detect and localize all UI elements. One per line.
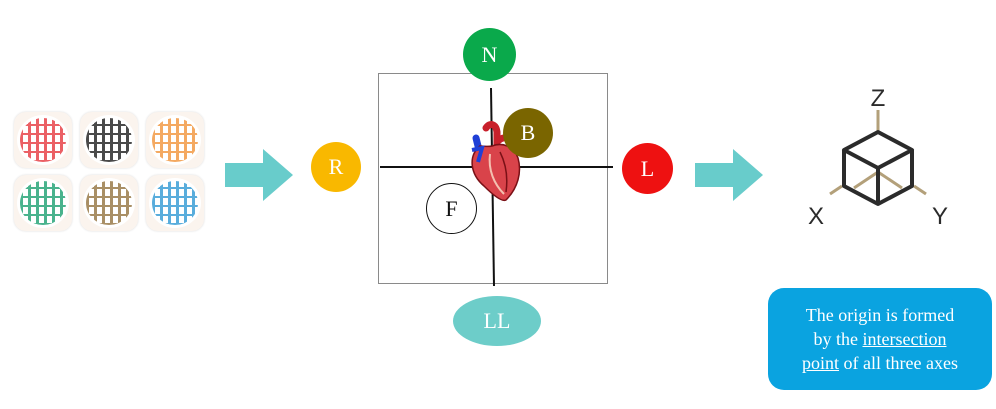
right-arrow-icon (225, 149, 293, 201)
callout-line-1: The origin is formed (805, 305, 955, 325)
callout-intersection-word: intersection (862, 329, 947, 349)
xyz-axes-cube-icon: Z X Y (808, 85, 948, 230)
electrode-tile-brown (80, 175, 138, 231)
electrode-tile-black (80, 112, 138, 168)
electrode-f-label: F (445, 195, 458, 221)
electrode-l-label: L (640, 155, 655, 181)
electrode-n: N (463, 28, 516, 81)
origin-callout: The origin is formed by the intersection… (768, 288, 992, 390)
electrode-tile-red (14, 112, 72, 168)
callout-line-2: by the intersection (802, 327, 958, 351)
axis-x-label: X (808, 203, 824, 230)
electrode-tile-orange (146, 112, 204, 168)
electrode-b: B (503, 108, 553, 158)
electrode-n-label: N (481, 41, 498, 67)
electrode-r: R (311, 142, 361, 192)
electrode-tile-blue (146, 175, 204, 231)
electrode-tiles (14, 112, 206, 234)
axis-y-label: Y (932, 203, 948, 230)
callout-point-word: point (802, 353, 840, 373)
electrode-l: L (622, 143, 673, 194)
callout-text: by the (813, 329, 863, 349)
electrode-r-label: R (328, 154, 344, 179)
callout-text: of all three axes (839, 353, 958, 373)
electrode-tile-green (14, 175, 72, 231)
electrode-ll: LL (453, 296, 541, 346)
axis-z-label: Z (871, 85, 886, 112)
right-arrow-icon (695, 149, 763, 201)
callout-line-3: point of all three axes (802, 351, 958, 375)
electrode-f: F (426, 183, 477, 234)
electrode-b-label: B (520, 120, 536, 145)
electrode-ll-label: LL (483, 308, 511, 333)
